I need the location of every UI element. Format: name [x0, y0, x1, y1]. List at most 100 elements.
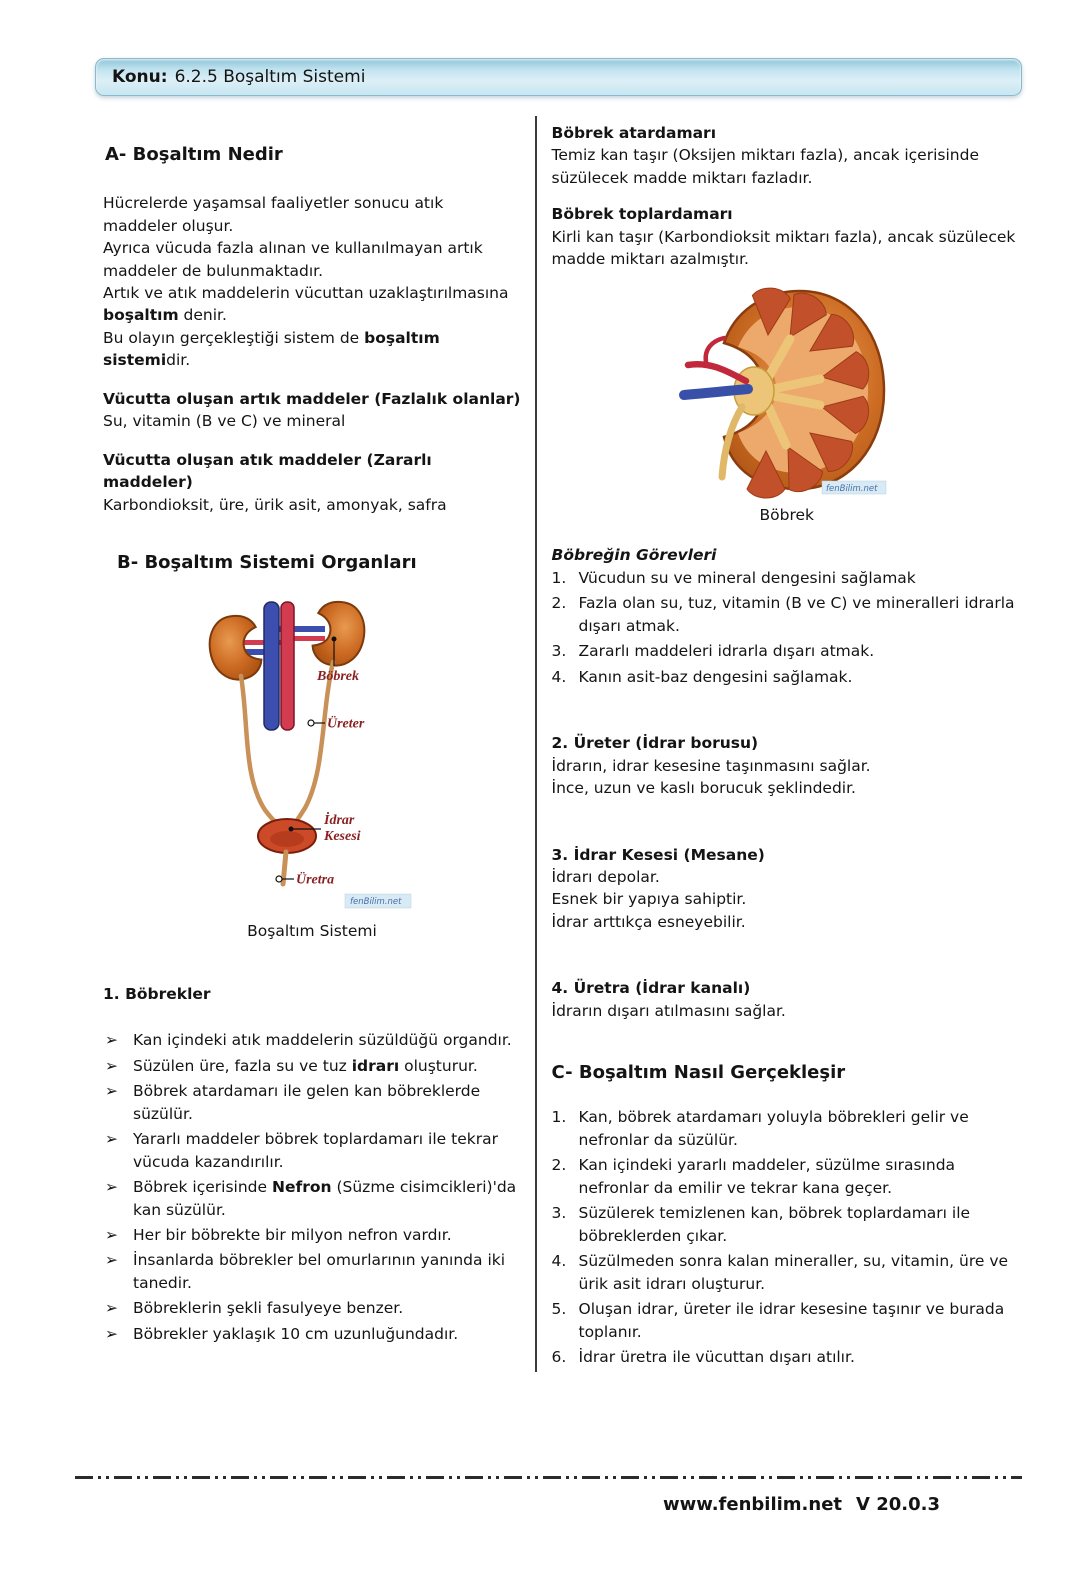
- bold-term: boşaltım: [103, 306, 179, 325]
- paragraph: Bu olayın gerçekleştiği sistem de boşalt…: [103, 327, 521, 372]
- bullet-item: ➢ Böbreklerin şekli fasulyeye benzer.: [103, 1297, 521, 1319]
- bold-term: boşaltım sistemi: [103, 328, 440, 370]
- kidneys-bullet-list: ➢ Kan içindeki atık maddelerin süzüldüğü…: [103, 1029, 521, 1345]
- watermark-badge: [344, 894, 412, 909]
- watermark-text: fenBilim.net: [350, 897, 402, 907]
- bladder-section-line: Esnek bir yapıya sahiptir.: [551, 890, 747, 909]
- urinary-figure-caption: Boşaltım Sistemi: [247, 922, 377, 941]
- numbered-item: Kan, böbrek atardamarı yoluyla böbrekler…: [552, 1106, 1023, 1151]
- paragraph: Artık ve atık maddelerin vücuttan uzakla…: [103, 282, 521, 327]
- bullet-arrow-icon: ➢: [105, 1178, 118, 1197]
- worksheet-page: Konu: 6.2.5 Boşaltım Sistemi A- Boşaltım…: [0, 58, 1080, 1515]
- label-uretra: Üretra: [296, 871, 334, 888]
- bullet-text: Yararlı maddeler böbrek toplardamarı ile…: [133, 1130, 498, 1171]
- topic-label: Konu:: [112, 66, 168, 87]
- renal-artery-text: Temiz kan taşır (Oksijen miktarı fazla),…: [551, 146, 979, 187]
- label-bobrek: Böbrek: [316, 669, 359, 684]
- bullet-arrow-icon: ➢: [105, 1225, 118, 1244]
- bullet-item: ➢ Böbrek atardamarı ile gelen kan böbrek…: [103, 1080, 521, 1125]
- renal-vein-heading: Böbrek toplardamarı: [551, 205, 733, 224]
- vena-cava-shape: [263, 601, 280, 732]
- bullet-text: Böbrekler yaklaşık 10 cm uzunluğundadır.: [133, 1324, 459, 1343]
- topic-title: 6.2.5 Boşaltım Sistemi: [174, 66, 366, 87]
- numbered-item: İdrar üretra ile vücuttan dışarı atılır.: [552, 1346, 1023, 1368]
- right-ureter-path: [291, 660, 336, 828]
- leader-dot: [275, 875, 283, 883]
- item-number: [552, 1202, 579, 1247]
- renal-pyramids: [746, 287, 869, 499]
- renal-artery-right: [287, 636, 325, 642]
- kidney-cross-section-figure: fenBilim.net: [678, 287, 886, 499]
- numbered-item: Oluşan idrar, üreter ile idrar kesesine …: [552, 1298, 1023, 1343]
- numbered-item: Süzülmeden sonra kalan mineraller, su, v…: [552, 1250, 1023, 1295]
- renal-vein-shape: [678, 383, 753, 400]
- bullet-arrow-icon: ➢: [105, 1082, 118, 1101]
- paragraph-text: Bu olayın gerçekleştiği sistem de: [103, 328, 365, 347]
- item-number: [552, 1298, 579, 1343]
- label-kesesi: Kesesi: [323, 829, 361, 844]
- ureter-section-line: İnce, uzun ve kaslı borucuk şeklindedir.: [551, 779, 856, 798]
- item-number: [552, 640, 579, 662]
- renal-vein-right: [277, 626, 325, 633]
- right-kidney-shape: [311, 601, 366, 667]
- bladder-section-line: İdrarı depolar.: [551, 867, 660, 886]
- footer-dashed-rule: [75, 1476, 1022, 1479]
- topic-banner: Konu: 6.2.5 Boşaltım Sistemi: [95, 58, 1022, 96]
- item-number: [552, 1106, 579, 1151]
- ureter-section-heading: 2. Üreter (İdrar borusu): [551, 734, 759, 753]
- bullet-text: İnsanlarda böbrekler bel omurlarının yan…: [133, 1251, 506, 1292]
- bullet-text: Böbrek atardamarı ile gelen kan böbrekle…: [133, 1082, 481, 1123]
- kidney-duties-list: Vücudun su ve mineral dengesini sağlamak…: [552, 567, 1023, 688]
- footer-version: V 20.0.3: [856, 1494, 940, 1515]
- left-kidney-shape: [208, 615, 263, 681]
- waste-substances-heading: Vücutta oluşan atık maddeler (Zararlı ma…: [103, 450, 432, 492]
- bullet-item: ➢ Süzülen üre, fazla su ve tuz idrarı ol…: [103, 1055, 521, 1077]
- bullet-arrow-icon: ➢: [105, 1324, 118, 1343]
- renal-vein-left: [243, 649, 271, 656]
- bullet-text: Süzülen üre, fazla su ve tuz idrarı oluş…: [133, 1056, 478, 1075]
- renal-vein-text: Kirli kan taşır (Karbondioksit miktarı f…: [551, 227, 1016, 269]
- label-idrar: İdrar: [323, 811, 355, 828]
- watermark-badge: [821, 480, 886, 495]
- left-column: A- Boşaltım Nedir Hücrelerde yaşamsal fa…: [103, 116, 535, 1372]
- bullet-item: ➢ Yararlı maddeler böbrek toplardamarı i…: [103, 1128, 521, 1173]
- label-ureter: Üreter: [327, 715, 365, 732]
- numbered-item: Kanın asit-baz dengesini sağlamak.: [552, 666, 1023, 688]
- numbered-item: Vücudun su ve mineral dengesini sağlamak: [552, 567, 1023, 589]
- item-number: [552, 1154, 579, 1199]
- item-number: [552, 567, 579, 589]
- urethra-section-line: İdrarın dışarı atılmasını sağlar.: [551, 1001, 786, 1020]
- aorta-shape: [280, 601, 295, 732]
- leader-dot: [331, 636, 337, 642]
- watermark-text: fenBilim.net: [826, 484, 878, 494]
- paragraph-text: Artık ve atık maddelerin vücuttan uzakla…: [103, 283, 509, 302]
- right-column: Böbrek atardamarı Temiz kan taşır (Oksij…: [537, 116, 1023, 1372]
- content-columns: A- Boşaltım Nedir Hücrelerde yaşamsal fa…: [103, 116, 1022, 1372]
- numbered-item: Süzülerek temizlenen kan, böbrek toplard…: [552, 1202, 1023, 1247]
- surplus-substances-heading: Vücutta oluşan artık maddeler (Fazlalık …: [103, 389, 521, 408]
- bullet-item: ➢ Her bir böbrekte bir milyon nefron var…: [103, 1224, 521, 1246]
- urinary-system-figure: Böbrek Üreter İdrar Kesesi Üretra fenBil…: [208, 601, 412, 909]
- bullet-item: ➢ Böbrekler yaklaşık 10 cm uzunluğundadı…: [103, 1323, 521, 1345]
- renal-artery-branch: [703, 335, 726, 365]
- bullet-text: Böbreklerin şekli fasulyeye benzer.: [133, 1299, 404, 1318]
- ureter-section-line: İdrarın, idrar kesesine taşınmasını sağl…: [551, 756, 871, 775]
- kidney-duties-heading: Böbreğin Görevleri: [551, 546, 717, 565]
- surplus-substances-text: Su, vitamin (B ve C) ve mineral: [103, 412, 346, 431]
- bladder-section-line: İdrar arttıkça esneyebilir.: [551, 912, 746, 931]
- footer: www.fenbilim.net V 20.0.3: [663, 1492, 940, 1518]
- bladder-inner-shape: [270, 831, 304, 848]
- paragraph: Ayrıca vücuda fazla alınan ve kullanılma…: [103, 239, 483, 280]
- bladder-section-heading: 3. İdrar Kesesi (Mesane): [551, 845, 765, 864]
- intro-paragraphs: Hücrelerde yaşamsal faaliyetler sonucu a…: [103, 192, 521, 372]
- item-number: [552, 592, 579, 637]
- ureter-stub-path: [718, 403, 746, 481]
- numbered-item: Zararlı maddeleri idrarla dışarı atmak.: [552, 640, 1023, 662]
- kidneys-heading: 1. Böbrekler: [103, 984, 211, 1003]
- bullet-text: Her bir böbrekte bir milyon nefron vardı…: [133, 1225, 452, 1244]
- bullet-item: ➢ Böbrek içerisinde Nefron (Süzme cisimc…: [103, 1176, 521, 1221]
- paragraph-text: dir.: [166, 351, 191, 370]
- waste-substances-text: Karbondioksit, üre, ürik asit, amonyak, …: [103, 495, 447, 514]
- renal-artery-shape: [684, 360, 749, 385]
- paragraph-text: denir.: [178, 306, 227, 325]
